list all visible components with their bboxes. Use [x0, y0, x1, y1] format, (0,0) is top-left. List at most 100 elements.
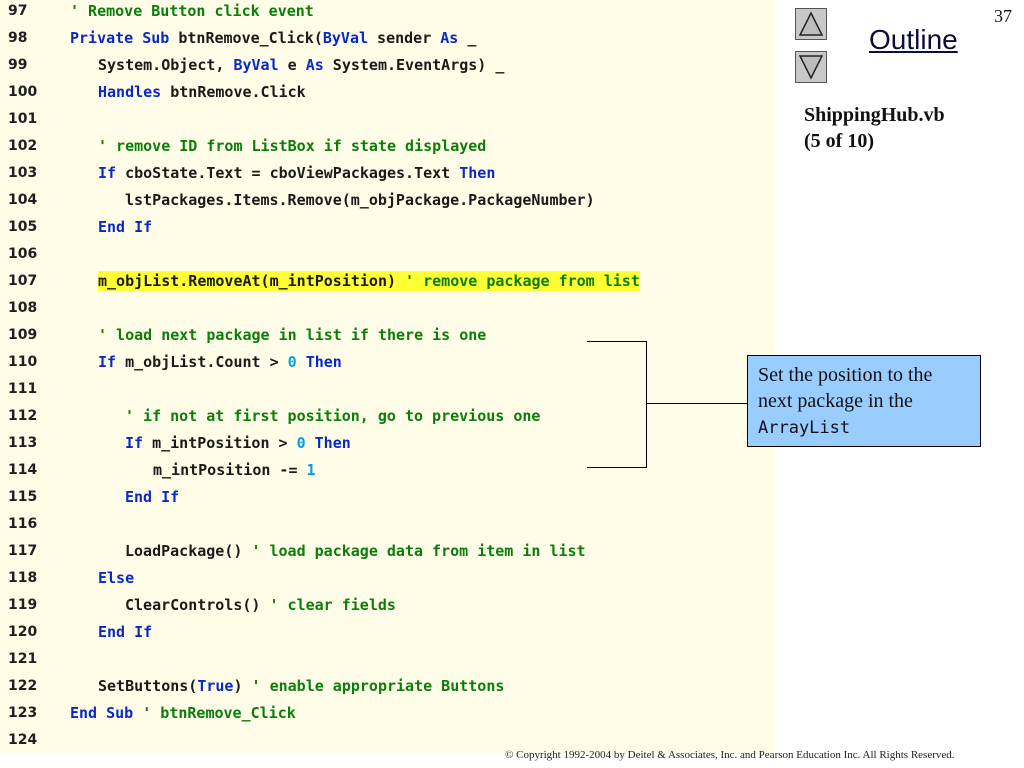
code-text: lstPackages.Items.Remove(m_objPackage.Pa… — [125, 190, 595, 210]
line-number: 124 — [8, 732, 38, 748]
code-line: 100 Handles btnRemove.Click — [0, 82, 775, 109]
code-token: ) — [233, 677, 252, 695]
code-token: System.Object, — [98, 56, 234, 74]
code-token: ' remove ID from ListBox if state displa… — [98, 137, 487, 155]
callout-connector-line — [647, 403, 747, 404]
code-line: 123 End Sub ' btnRemove_Click — [0, 703, 775, 730]
code-token: 0 — [296, 434, 306, 452]
file-name: ShippingHub.vb — [804, 104, 945, 126]
code-token: True — [197, 677, 234, 695]
code-text: ' load next package in list if there is … — [98, 325, 486, 345]
code-token: 1 — [306, 461, 316, 479]
code-token: cboState.Text = cboViewPackages.Text — [116, 164, 460, 182]
file-part: (5 of 10) — [804, 130, 874, 152]
outline-title[interactable]: Outline — [869, 24, 958, 55]
line-number: 107 — [8, 273, 38, 289]
line-number: 100 — [8, 84, 38, 100]
code-token: m_intPosition > — [143, 434, 297, 452]
code-token: ByVal — [322, 29, 369, 47]
code-token: ' Remove Button click event — [70, 2, 314, 20]
line-number: 120 — [8, 624, 38, 640]
up-triangle-icon — [798, 11, 824, 36]
code-token: sender — [368, 29, 441, 47]
page-number: 37 — [994, 6, 1012, 26]
code-token: End Sub — [70, 704, 134, 722]
code-line: 114 m_intPosition -= 1 — [0, 460, 775, 487]
line-number: 118 — [8, 570, 38, 586]
code-text: End Sub ' btnRemove_Click — [70, 703, 296, 723]
previous-slide-button[interactable] — [795, 8, 827, 40]
code-token: _ — [458, 29, 477, 47]
code-token: ' enable appropriate Buttons — [251, 677, 505, 695]
code-token: Then — [314, 434, 351, 452]
line-number: 113 — [8, 435, 38, 451]
code-token: ' load next package in list if there is … — [98, 326, 487, 344]
code-line: 121 — [0, 649, 775, 676]
callout-code: ArrayList — [758, 418, 851, 438]
code-text: ClearControls() ' clear fields — [125, 595, 396, 615]
code-text: Else — [98, 568, 134, 588]
code-token: ' remove package from list — [405, 272, 640, 290]
line-number: 104 — [8, 192, 38, 208]
code-token: Then — [459, 164, 496, 182]
code-text: If m_intPosition > 0 Then — [125, 433, 351, 453]
code-text: End If — [98, 217, 152, 237]
line-number: 101 — [8, 111, 38, 127]
code-token: If — [98, 353, 117, 371]
line-number: 102 — [8, 138, 38, 154]
code-token — [133, 704, 142, 722]
line-number: 105 — [8, 219, 38, 235]
code-line: 104 lstPackages.Items.Remove(m_objPackage… — [0, 190, 775, 217]
code-text: End If — [125, 487, 179, 507]
code-token: End If — [125, 488, 180, 506]
code-line: 122 SetButtons(True) ' enable appropriate… — [0, 676, 775, 703]
code-token: System.EventArgs) _ — [323, 56, 505, 74]
line-number: 117 — [8, 543, 38, 559]
code-line: 101 — [0, 109, 775, 136]
code-line: 107 m_objList.RemoveAt(m_intPosition) ' r… — [0, 271, 775, 298]
code-text: m_intPosition -= 1 — [153, 460, 316, 480]
code-line: 111 — [0, 379, 775, 406]
code-token: SetButtons( — [98, 677, 198, 695]
code-token: ' btnRemove_Click — [142, 704, 296, 722]
line-number: 108 — [8, 300, 38, 316]
line-number: 123 — [8, 705, 38, 721]
code-text: Handles btnRemove.Click — [98, 82, 306, 102]
code-text: End If — [98, 622, 152, 642]
code-token: Then — [305, 353, 342, 371]
code-line: 118 Else — [0, 568, 775, 595]
code-line: 108 — [0, 298, 775, 325]
line-number: 122 — [8, 678, 38, 694]
code-token: Handles — [98, 83, 162, 101]
line-number: 115 — [8, 489, 38, 505]
code-text: Private Sub btnRemove_Click(ByVal sender… — [70, 28, 476, 48]
code-text: System.Object, ByVal e As System.EventAr… — [98, 55, 504, 75]
code-token: Private Sub — [70, 29, 170, 47]
code-line: 109 ' load next package in list if there … — [0, 325, 775, 352]
down-triangle-icon — [798, 55, 824, 80]
code-line: 112 ' if not at first position, go to pre… — [0, 406, 775, 433]
code-token: ByVal — [233, 56, 279, 74]
next-slide-button[interactable] — [795, 51, 827, 83]
code-text: ' if not at first position, go to previo… — [125, 406, 540, 426]
copyright-notice: © Copyright 1992-2004 by Deitel & Associ… — [505, 749, 955, 761]
code-text: m_objList.RemoveAt(m_intPosition) ' remo… — [98, 271, 640, 291]
line-number: 109 — [8, 327, 38, 343]
code-token: ' if not at first position, go to previo… — [125, 407, 541, 425]
code-line: 105 End If — [0, 217, 775, 244]
line-number: 112 — [8, 408, 38, 424]
code-token: End If — [98, 218, 153, 236]
code-token: If — [98, 164, 117, 182]
code-line: 120 End If — [0, 622, 775, 649]
code-token: ' load package data from item in list — [251, 542, 586, 560]
line-number: 106 — [8, 246, 38, 262]
code-line: 102 ' remove ID from ListBox if state dis… — [0, 136, 775, 163]
line-number: 97 — [8, 3, 28, 19]
line-number: 114 — [8, 462, 38, 478]
code-line: 113 If m_intPosition > 0 Then — [0, 433, 775, 460]
code-token: btnRemove.Click — [161, 83, 306, 101]
